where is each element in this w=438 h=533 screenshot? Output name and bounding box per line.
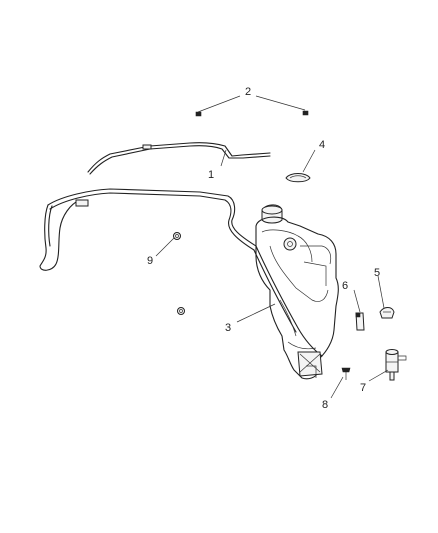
callout-6: 6 (342, 280, 348, 292)
callout-3: 3 (225, 322, 231, 334)
level-sensor (355, 312, 365, 331)
clip-pair (195, 110, 309, 117)
grommet-lower (177, 307, 185, 315)
lower-washer-hose (39, 188, 323, 357)
pump-grommet (379, 307, 395, 319)
callout-7: 7 (360, 382, 366, 394)
grommet-9 (173, 232, 181, 240)
washer-reservoir (255, 204, 339, 380)
washer-pump (385, 349, 407, 381)
filler-seal (285, 173, 311, 183)
callout-1: 1 (208, 169, 214, 181)
screw (341, 367, 351, 380)
callout-4: 4 (319, 139, 325, 151)
leader-lines (155, 95, 389, 399)
upper-washer-hose (87, 142, 271, 175)
callout-2: 2 (245, 86, 251, 98)
callout-5: 5 (374, 267, 380, 279)
callout-9: 9 (147, 255, 153, 267)
callout-8: 8 (322, 399, 328, 411)
